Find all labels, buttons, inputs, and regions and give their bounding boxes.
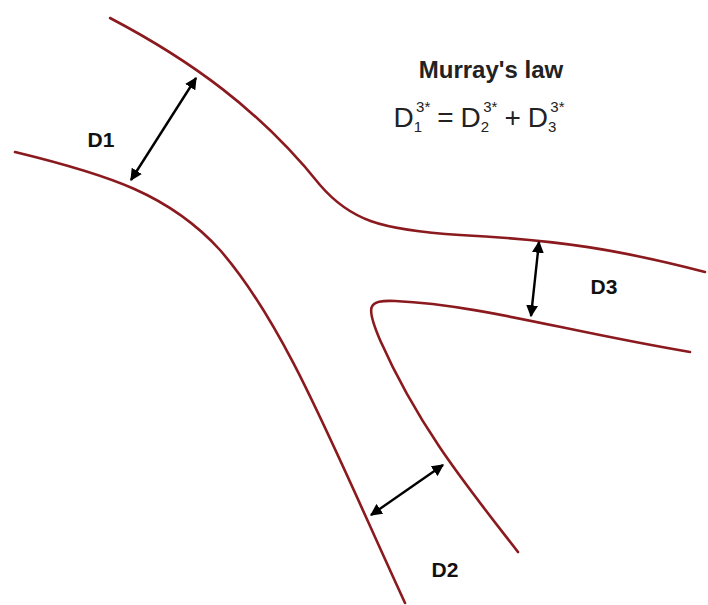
formula-superscript: 3* bbox=[416, 98, 430, 115]
diameter-label: D1 bbox=[88, 128, 115, 152]
diameter-arrow bbox=[131, 78, 196, 180]
formula-operator: + bbox=[504, 102, 520, 134]
vessel-wall bbox=[371, 301, 690, 552]
formula-symbol: D bbox=[528, 102, 548, 134]
formula-superscript: 3* bbox=[550, 98, 564, 115]
formula-operator: = bbox=[437, 102, 453, 134]
title: Murray's law bbox=[419, 56, 563, 84]
diameter-label: D3 bbox=[591, 275, 618, 299]
diameter-arrow bbox=[371, 465, 443, 515]
formula-superscript: 3* bbox=[483, 98, 497, 115]
formula-subscript: 2 bbox=[481, 118, 489, 135]
formula-symbol: D bbox=[461, 102, 481, 134]
formula-subscript: 1 bbox=[414, 118, 422, 135]
vessel-wall bbox=[15, 152, 405, 603]
formula-symbol: D bbox=[393, 102, 413, 134]
diameter-arrow bbox=[531, 242, 539, 316]
formula: D13*=D23*+D33* bbox=[393, 102, 564, 134]
vessel-wall bbox=[110, 18, 705, 272]
diameter-label: D2 bbox=[432, 558, 459, 582]
formula-subscript: 3 bbox=[548, 118, 556, 135]
